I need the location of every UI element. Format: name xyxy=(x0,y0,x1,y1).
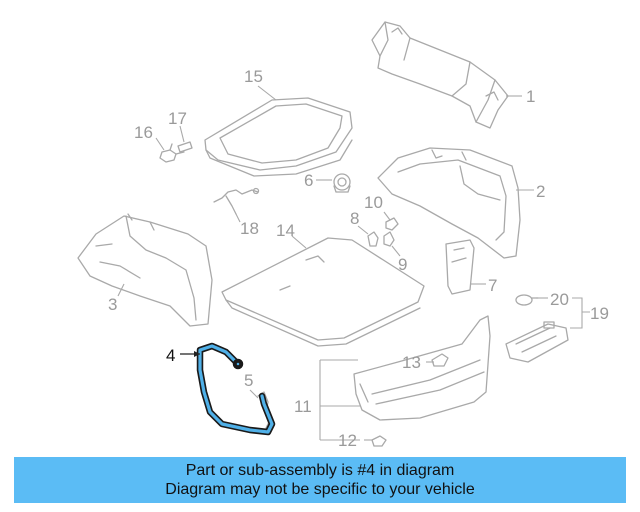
callout-3[interactable]: 3 xyxy=(108,295,117,314)
callout-7[interactable]: 7 xyxy=(488,276,497,295)
part-2-side-trim[interactable] xyxy=(377,147,521,259)
part-8-fastener[interactable] xyxy=(367,231,379,247)
part-3-side-trim[interactable] xyxy=(77,213,213,327)
callout-5[interactable]: 5 xyxy=(244,371,253,390)
part-13-clip[interactable] xyxy=(431,353,449,367)
part-7-cover[interactable] xyxy=(445,239,475,295)
part-15-package-tray[interactable] xyxy=(204,97,353,177)
part-19-license-lamp[interactable] xyxy=(505,321,569,363)
part-10-clip[interactable] xyxy=(385,217,399,231)
callout-12[interactable]: 12 xyxy=(338,431,357,450)
part-12-clip[interactable] xyxy=(371,435,387,447)
leader-18 xyxy=(235,213,241,223)
leader-8 xyxy=(357,225,369,235)
callout-9[interactable]: 9 xyxy=(398,255,407,274)
callout-6[interactable]: 6 xyxy=(304,171,313,190)
part-17-clip[interactable] xyxy=(177,141,193,153)
callout-17[interactable]: 17 xyxy=(168,109,187,128)
part-4-weatherstrip-highlighted[interactable] xyxy=(196,342,276,436)
leader-10 xyxy=(383,211,391,221)
callout-20[interactable]: 20 xyxy=(550,290,569,309)
callout-8[interactable]: 8 xyxy=(350,209,359,228)
part-11-sill-trim[interactable] xyxy=(353,315,491,421)
callout-15[interactable]: 15 xyxy=(244,67,263,86)
part-18-wire[interactable] xyxy=(213,187,260,215)
callout-2[interactable]: 2 xyxy=(536,182,545,201)
part-16-clip[interactable] xyxy=(159,143,185,163)
callout-1[interactable]: 1 xyxy=(526,87,535,106)
part-20-bulb[interactable] xyxy=(515,294,539,306)
callout-18[interactable]: 18 xyxy=(240,219,259,238)
callout-13[interactable]: 13 xyxy=(402,353,421,372)
leader-5 xyxy=(249,389,259,399)
leader-16 xyxy=(155,137,165,151)
part-1-rear-panel-trim[interactable] xyxy=(371,21,509,129)
callout-10[interactable]: 10 xyxy=(364,193,383,212)
leader-17 xyxy=(179,125,185,143)
banner-line-2: Diagram may not be specific to your vehi… xyxy=(165,481,475,498)
leader-11 xyxy=(319,359,360,441)
leader-9 xyxy=(391,245,401,257)
info-banner: Part or sub-assembly is #4 in diagram Di… xyxy=(14,457,626,503)
part-14-floor-mat[interactable] xyxy=(221,237,425,347)
part-6-grommet[interactable] xyxy=(333,173,351,193)
callout-16[interactable]: 16 xyxy=(134,123,153,142)
callout-14[interactable]: 14 xyxy=(276,221,295,240)
callout-11[interactable]: 11 xyxy=(294,397,312,416)
callout-19[interactable]: 19 xyxy=(590,304,609,323)
leader-14 xyxy=(291,235,307,249)
leader-15 xyxy=(257,85,277,101)
parts-diagram: 1 15 16 17 18 6 2 1 xyxy=(77,21,609,450)
part-9-fastener[interactable] xyxy=(383,231,395,247)
leader-3 xyxy=(117,283,125,297)
leader-19 xyxy=(570,297,590,329)
banner-line-1: Part or sub-assembly is #4 in diagram xyxy=(185,462,455,479)
callout-4[interactable]: 4 xyxy=(166,346,175,365)
leader-4-arrowhead xyxy=(194,351,200,357)
